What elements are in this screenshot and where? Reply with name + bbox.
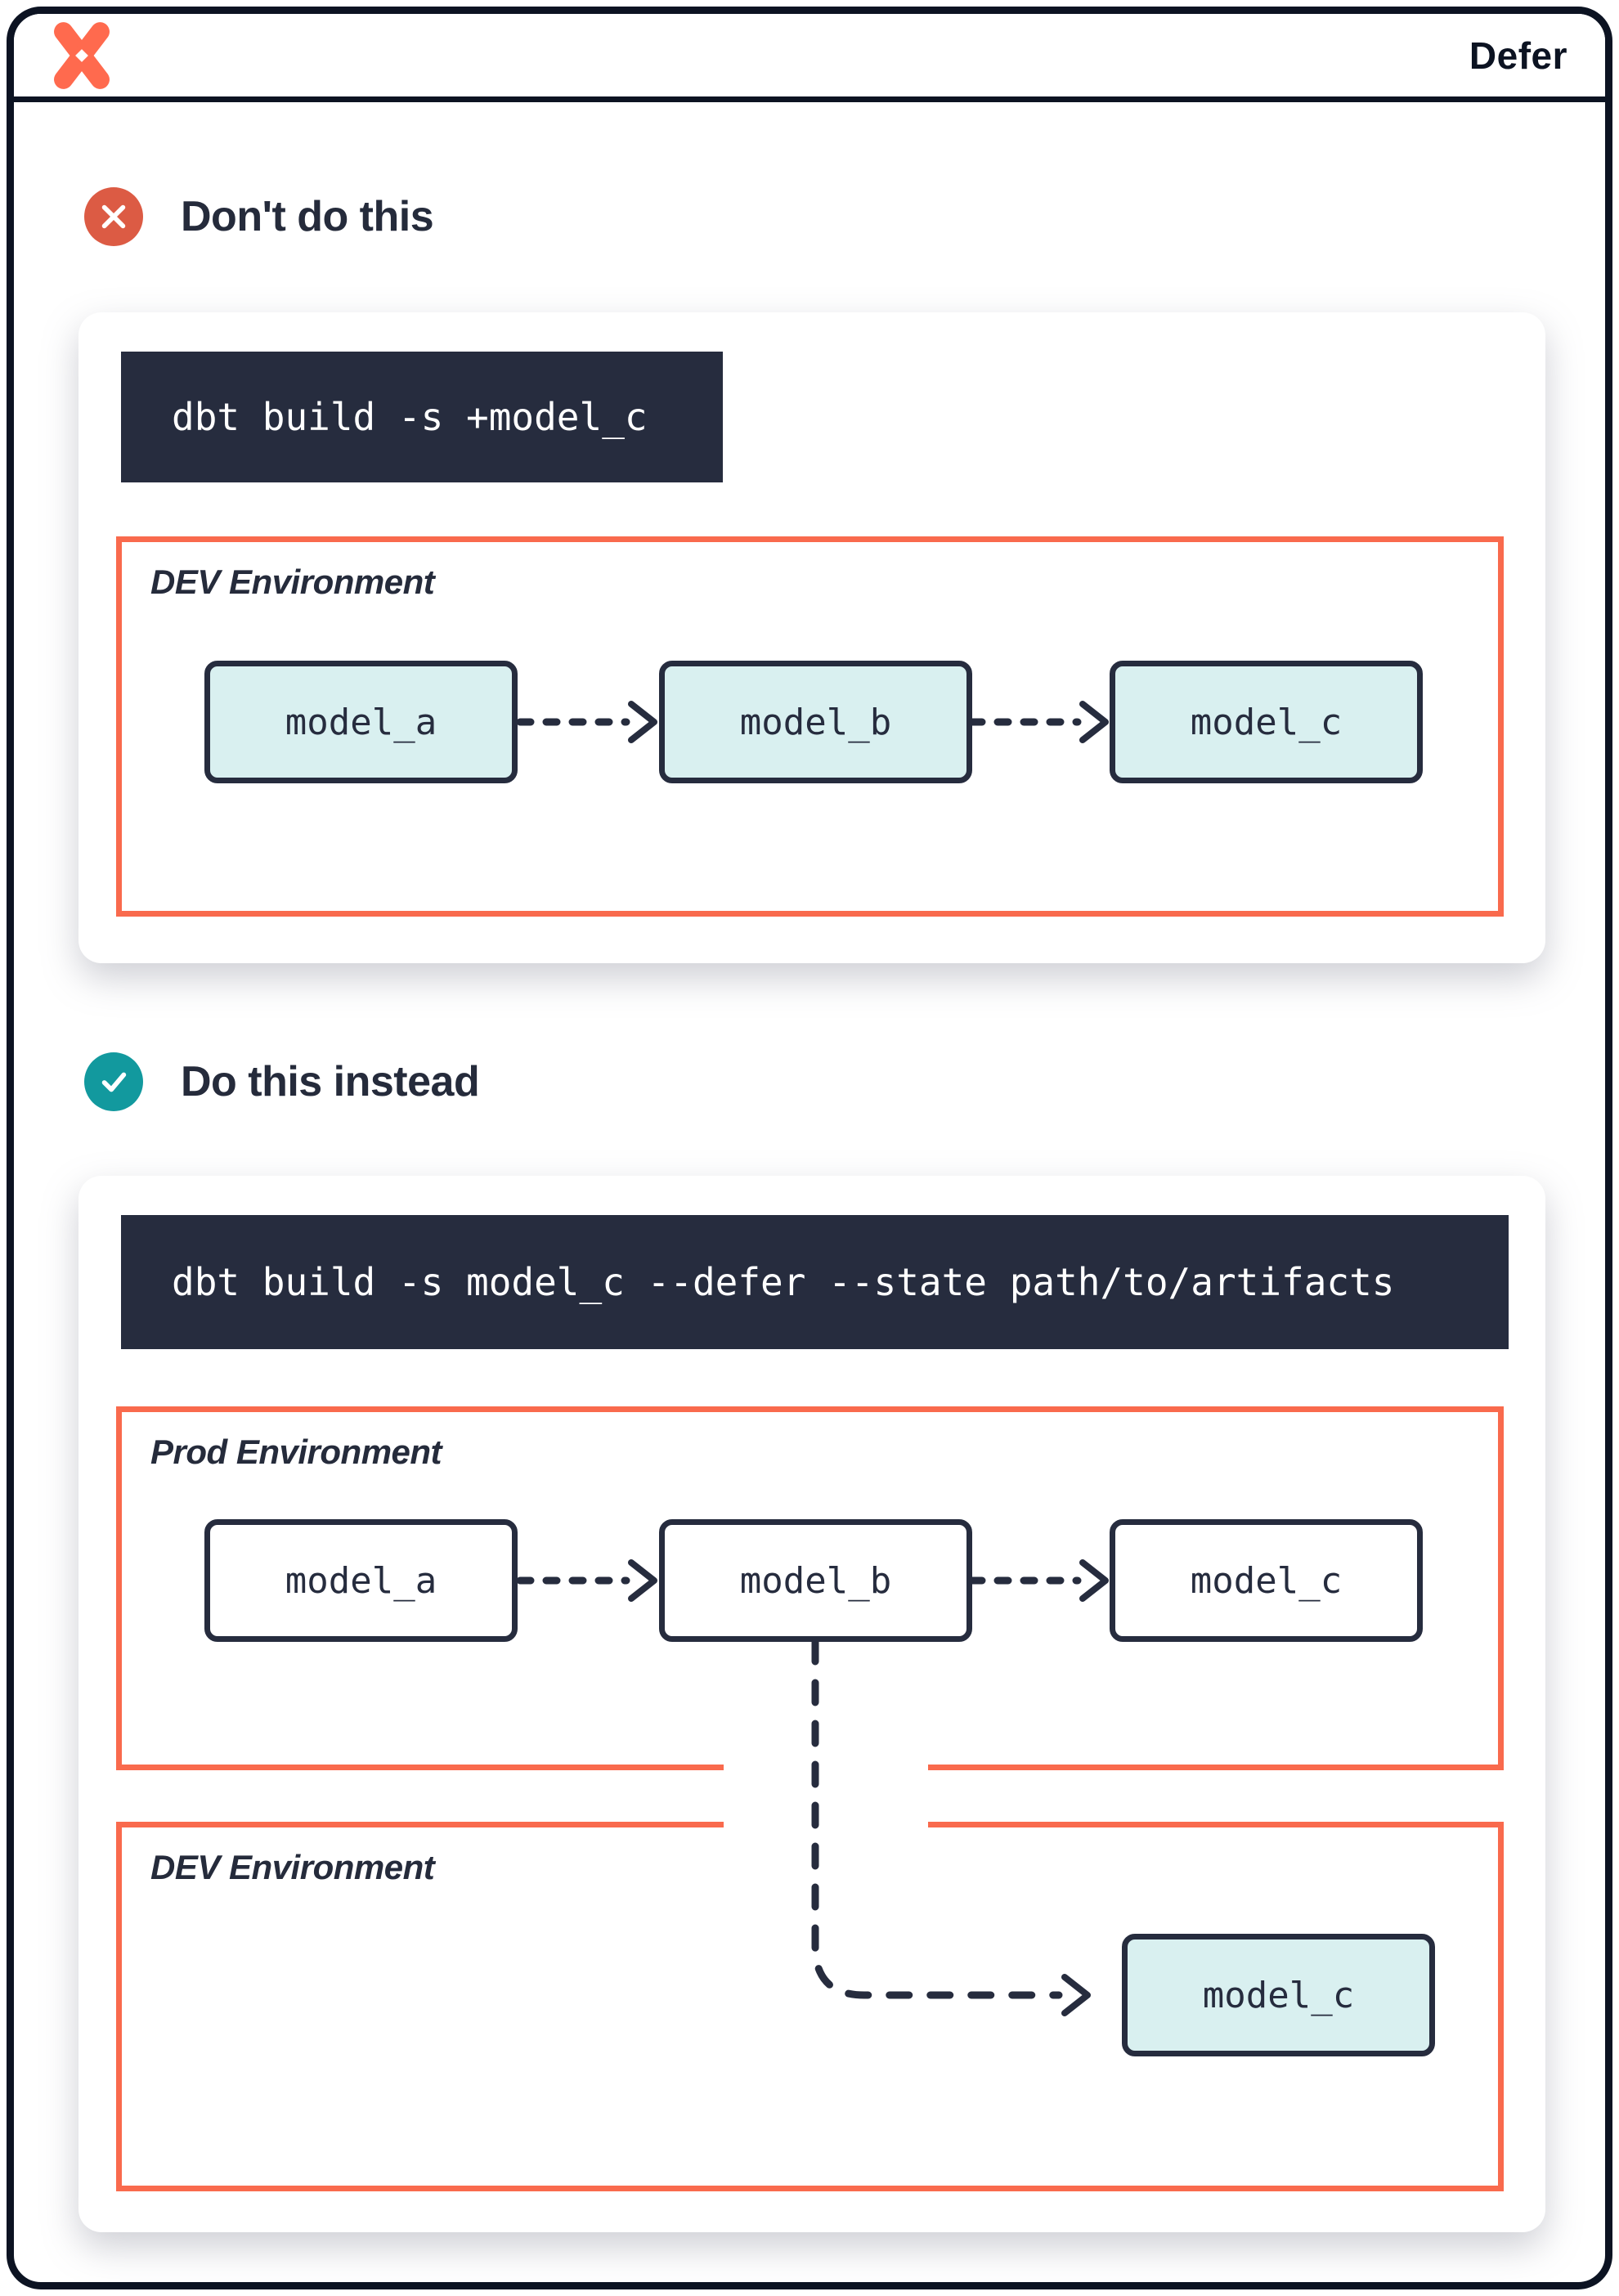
model-label: model_a (285, 701, 437, 743)
prod-arrow-b-to-c-icon (967, 1559, 1109, 1602)
do-command-code: dbt build -s model_c --defer --state pat… (121, 1215, 1509, 1349)
dont-section-heading: Don't do this (84, 187, 434, 246)
do-heading-label: Do this instead (181, 1058, 480, 1105)
model-label: model_a (285, 1559, 437, 1602)
model-label: model_b (739, 701, 892, 743)
prod-model-b-node: model_b (659, 1519, 972, 1642)
dont-model-a-node: model_a (204, 661, 518, 783)
dont-model-c-node: model_c (1110, 661, 1423, 783)
dont-dev-environment-label: DEV Environment (150, 563, 435, 601)
dbt-logo-icon (54, 21, 110, 89)
dont-dev-environment-box (116, 536, 1504, 917)
dont-heading-label: Don't do this (181, 193, 434, 240)
dont-arrow-b-to-c-icon (967, 701, 1109, 743)
check-icon (84, 1052, 143, 1111)
do-section-heading: Do this instead (84, 1052, 480, 1111)
dev-environment-label: DEV Environment (150, 1848, 435, 1886)
prod-model-c-node: model_c (1110, 1519, 1423, 1642)
model-label: model_b (739, 1559, 892, 1602)
dev-border-gap (724, 1818, 928, 1836)
defer-connector-arrow-icon (811, 1638, 1091, 2016)
prod-arrow-a-to-b-icon (516, 1559, 657, 1602)
prod-model-a-node: model_a (204, 1519, 518, 1642)
prod-environment-label: Prod Environment (150, 1433, 442, 1471)
x-icon (84, 187, 143, 246)
dont-arrow-a-to-b-icon (516, 701, 657, 743)
page-title: Defer (1469, 34, 1567, 77)
dev-model-c-node: model_c (1122, 1934, 1435, 2056)
dont-command-code: dbt build -s +model_c (121, 352, 723, 482)
model-label: model_c (1202, 1974, 1355, 2016)
window-header: Defer (14, 14, 1605, 102)
model-label: model_c (1190, 701, 1343, 743)
dont-model-b-node: model_b (659, 661, 972, 783)
prod-border-gap (724, 1760, 928, 1778)
model-label: model_c (1190, 1559, 1343, 1602)
